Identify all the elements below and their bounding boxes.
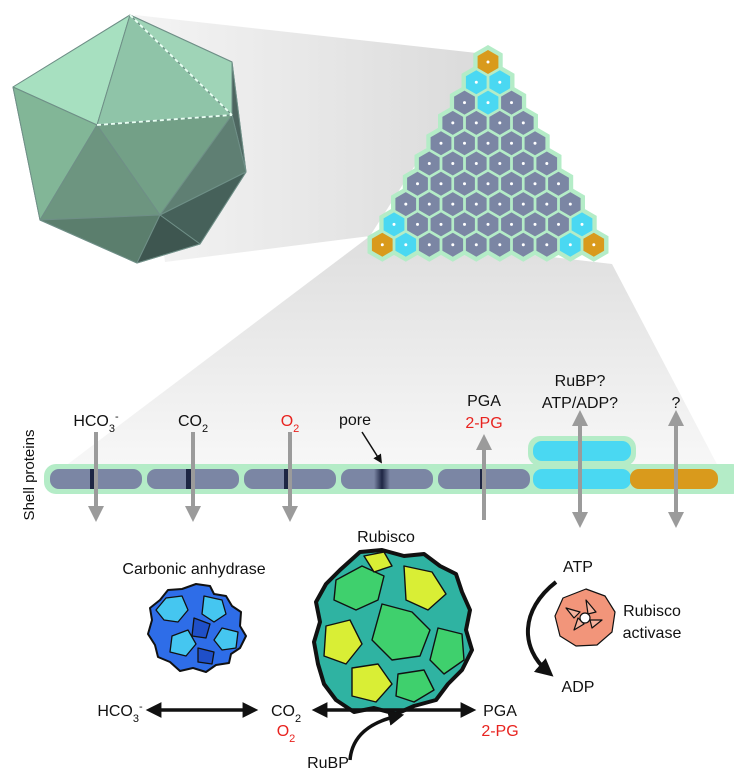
facet-pore-dot [474, 80, 478, 84]
facet-pore-dot [439, 182, 443, 186]
facet-pore-dot [510, 182, 513, 186]
label-2pg: 2-PG [465, 415, 502, 432]
facet-pore-dot [568, 243, 572, 247]
facet-pore-dot [486, 182, 490, 186]
facet-pore-dot [521, 202, 525, 206]
shell-facet-tiling [367, 45, 609, 262]
rubisco-structure [312, 548, 474, 716]
facet-pore-dot [451, 121, 455, 125]
label-rubp-q: RuBP? [555, 373, 606, 390]
label-o2: O2 [281, 413, 300, 435]
facet-pore-dot [521, 243, 525, 247]
facet-pore-dot [451, 202, 455, 206]
facet-pore-dot [521, 121, 525, 125]
reaction-2pg: 2-PG [481, 723, 518, 740]
label-hco3: HCO3- [73, 411, 119, 435]
reaction-pga: PGA [483, 703, 517, 720]
facet-pore-dot [451, 162, 455, 165]
facet-pore-dot [580, 222, 584, 226]
label-atpadp-q: ATP/ADP? [542, 395, 618, 412]
facet-pore-dot [404, 243, 408, 247]
facet-pore-dot [392, 222, 396, 226]
facet-pore-dot [510, 222, 513, 226]
pore-label: pore [339, 412, 371, 429]
pore-pointer-arrow [361, 431, 382, 464]
reaction-rubp: RuBP [307, 755, 349, 772]
facet-pore-dot [439, 141, 443, 145]
atp-to-adp-arrow [525, 580, 558, 677]
carbonic-anhydrase-structure [147, 583, 247, 673]
rubisco-label: Rubisco [357, 529, 415, 546]
adp-label: ADP [562, 679, 595, 696]
facet-pore-dot [486, 101, 490, 105]
facet-pore-dot [451, 243, 455, 247]
carbonic-anhydrase-label: Carbonic anhydrase [122, 561, 265, 578]
facet-pore-dot [416, 222, 419, 226]
facet-pore-dot [427, 243, 431, 247]
activase-label-line2: activase [623, 625, 682, 642]
facet-pore-dot [463, 182, 466, 186]
facet-pore-dot [498, 80, 502, 84]
atp-label: ATP [563, 559, 593, 576]
facet-pore-dot [510, 141, 513, 145]
facet-pore-dot [510, 101, 513, 105]
facet-pore-dot [557, 222, 560, 226]
zoom-beam-lower [60, 236, 720, 470]
facet-pore-dot [545, 202, 549, 206]
facet-pore-dot [474, 162, 478, 165]
reaction-hco3: HCO3- [97, 701, 143, 725]
facet-pore-dot [545, 162, 549, 165]
reaction-o2: O2 [277, 723, 296, 745]
facet-pore-dot [545, 243, 549, 247]
shell-proteins-label: Shell proteins [21, 430, 38, 521]
facet-pore-dot [498, 202, 502, 206]
hexamer-4-pore [341, 469, 433, 489]
facet-pore-dot [557, 182, 560, 186]
reaction-co2: CO2 [271, 703, 301, 725]
facet-pore-dot [474, 202, 478, 206]
facet-pore-dot [463, 141, 466, 145]
icosahedron-shell [12, 14, 247, 264]
facet-pore-dot [533, 141, 537, 145]
facet-pore-dot [427, 202, 431, 206]
facet-pore-dot [486, 141, 490, 145]
rubp-input-arrow [348, 710, 405, 761]
rubisco-activase-structure [554, 588, 616, 647]
facet-pore-dot [533, 182, 537, 186]
facet-pore-dot [380, 243, 384, 247]
facet-pore-dot [439, 222, 443, 226]
facet-pore-dot [521, 162, 525, 165]
label-pga: PGA [467, 393, 501, 410]
facet-pore-dot [592, 243, 596, 247]
facet-pore-dot [474, 243, 478, 247]
facet-pore-dot [568, 202, 572, 206]
facet-pore-dot [463, 222, 466, 226]
facet-pore-dot [474, 121, 478, 125]
facet-pore-dot [427, 162, 431, 165]
facet-pore-dot [498, 121, 502, 125]
label-unknown: ? [672, 395, 681, 412]
facet-pore-dot [463, 101, 466, 105]
facet-pore-dot [486, 60, 490, 64]
activase-label-line1: Rubisco [623, 603, 681, 620]
facet-pore-dot [498, 162, 502, 165]
facet-pore-dot [404, 202, 408, 206]
facet-pore-dot [498, 243, 502, 247]
facet-pore-dot [533, 222, 537, 226]
facet-pore-dot [416, 182, 419, 186]
facet-pore-dot [486, 222, 490, 226]
transport-arrows [88, 410, 684, 528]
label-co2: CO2 [178, 413, 208, 435]
